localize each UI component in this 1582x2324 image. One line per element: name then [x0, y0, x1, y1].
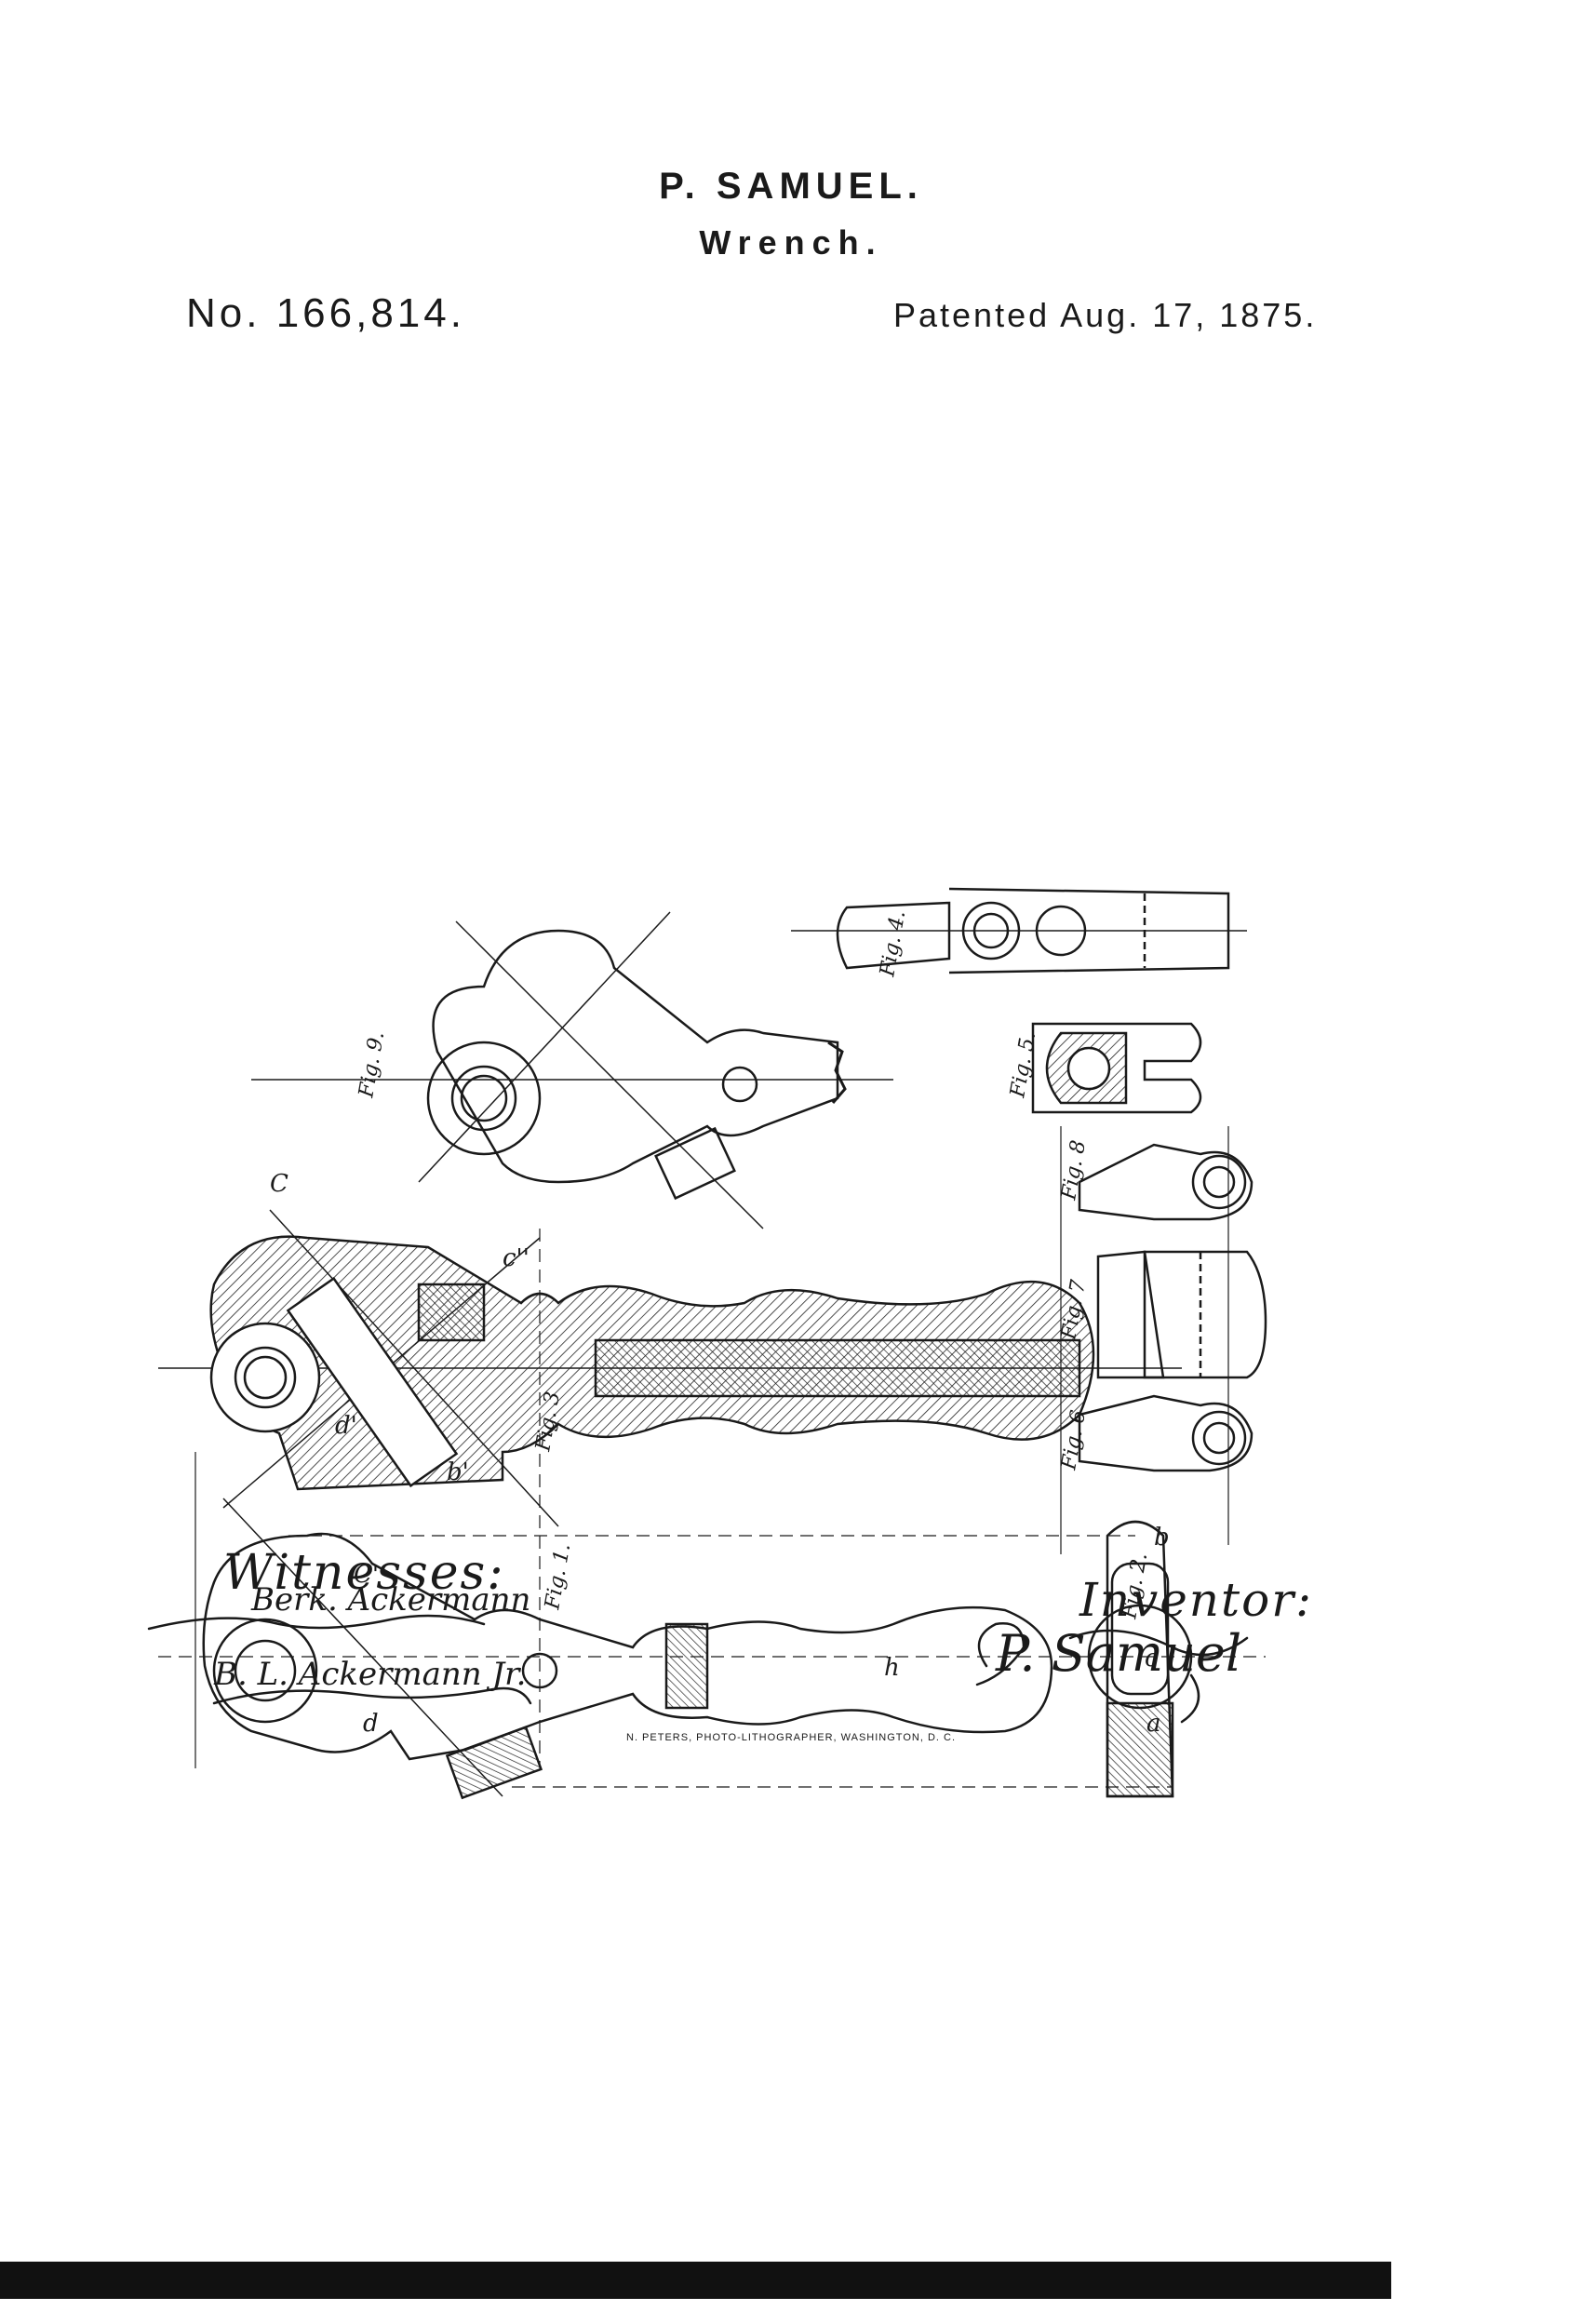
fig-8-label: Fig. 8 — [1057, 1138, 1091, 1202]
witness-1-signature-flourish — [147, 1614, 486, 1631]
figure-8 — [1060, 1126, 1254, 1554]
invention-title: Wrench. — [699, 223, 883, 262]
figure-1 — [158, 1229, 1266, 1800]
lithographer-credit: N. PETERS, PHOTO-LITHOGRAPHER, WASHINGTO… — [626, 1732, 956, 1743]
inventor-signature-flourish — [975, 1622, 1249, 1724]
part-letter-d-prime: d' — [335, 1412, 357, 1440]
patent-date: Patented Aug. 17, 1875. — [893, 296, 1318, 334]
witness-2-signature-flourish — [212, 1686, 532, 1705]
part-letter-c-double-prime: c'' — [503, 1244, 530, 1272]
part-letter-b: b — [1154, 1524, 1170, 1552]
witness-heading: Witnesses: — [223, 1545, 505, 1601]
inventor-heading: Inventor: — [1079, 1573, 1313, 1627]
fig-4-label: Fig. 4. — [876, 908, 910, 979]
figure-4 — [791, 887, 1247, 974]
scan-edge-bar — [0, 2262, 1391, 2299]
fig-9-label: Fig. 9. — [355, 1029, 389, 1100]
part-letter-C: C — [270, 1170, 288, 1198]
witness-1-signature: Berk. Ackermann — [250, 1581, 530, 1619]
inventor-name: P. SAMUEL. — [659, 166, 923, 207]
figure-3 — [158, 1209, 1182, 1527]
part-letter-b-prime: b' — [447, 1458, 469, 1486]
figure-7 — [1096, 1250, 1267, 1379]
figure-9 — [251, 911, 893, 1229]
figure-5 — [1031, 1022, 1202, 1114]
part-letter-h: h — [884, 1654, 900, 1682]
fig-1-label: Fig. 1. — [541, 1541, 575, 1612]
figure-6 — [1078, 1394, 1254, 1472]
figure-2 — [1087, 1520, 1193, 1798]
part-letter-c: c — [1145, 1645, 1159, 1672]
part-letter-C-prime: C' — [354, 1561, 379, 1589]
part-letter-a: a — [1146, 1710, 1161, 1738]
part-letter-d: d — [363, 1710, 379, 1738]
inventor-signature: P. Samuel — [995, 1624, 1241, 1683]
fig-5-label: Fig. 5. — [1006, 1029, 1040, 1100]
patent-number: No. 166,814. — [186, 290, 465, 336]
witness-2-signature: B. L. Ackermann Jr. — [213, 1656, 526, 1693]
